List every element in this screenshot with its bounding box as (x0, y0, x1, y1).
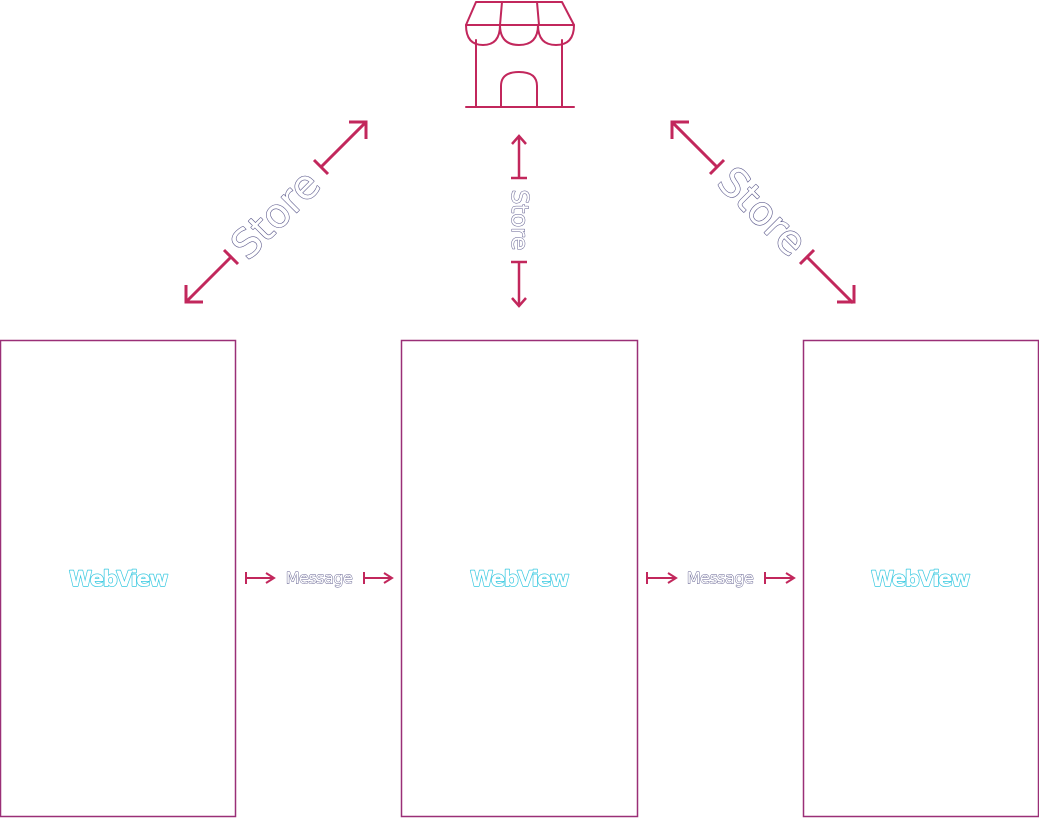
webview-box-1: WebView (0, 339, 237, 818)
webview-box-2: WebView (400, 339, 639, 818)
arrowhead-icon (785, 572, 796, 584)
arrowhead-icon (265, 572, 276, 584)
arrowhead-icon (511, 134, 527, 145)
store-link-right: Store (670, 120, 856, 305)
message-label-2: Message (687, 569, 754, 588)
webview-label-1: WebView (69, 567, 168, 591)
tick-icon (708, 158, 726, 176)
arrowhead-icon (349, 120, 368, 139)
webview-label-3: WebView (871, 567, 970, 591)
webview-box-3: WebView (802, 339, 1039, 818)
tick-icon (798, 248, 816, 266)
storefront-icon (465, 1, 575, 108)
store-label-center: Store (506, 190, 532, 251)
message-link-2: Message (646, 568, 796, 588)
message-link-1: Message (245, 568, 394, 588)
store-label-right: Store (708, 158, 815, 265)
arrowhead-icon (383, 572, 394, 584)
store-link-center: Store (506, 134, 533, 308)
webview-label-2: WebView (470, 567, 569, 591)
arrowhead-icon (511, 297, 527, 308)
store-link-left-line-upper (319, 121, 367, 169)
message-label-1: Message (286, 569, 353, 588)
store-link-left-line-lower (185, 255, 233, 303)
store-label-left: Store (222, 161, 329, 268)
arrowhead-icon (670, 120, 689, 139)
tick-icon (312, 158, 330, 176)
store-link-left: Store (184, 120, 368, 304)
arrowhead-icon (667, 572, 678, 584)
arrowhead-icon (837, 285, 856, 304)
tick-icon (222, 248, 240, 266)
arrowhead-icon (184, 285, 203, 304)
